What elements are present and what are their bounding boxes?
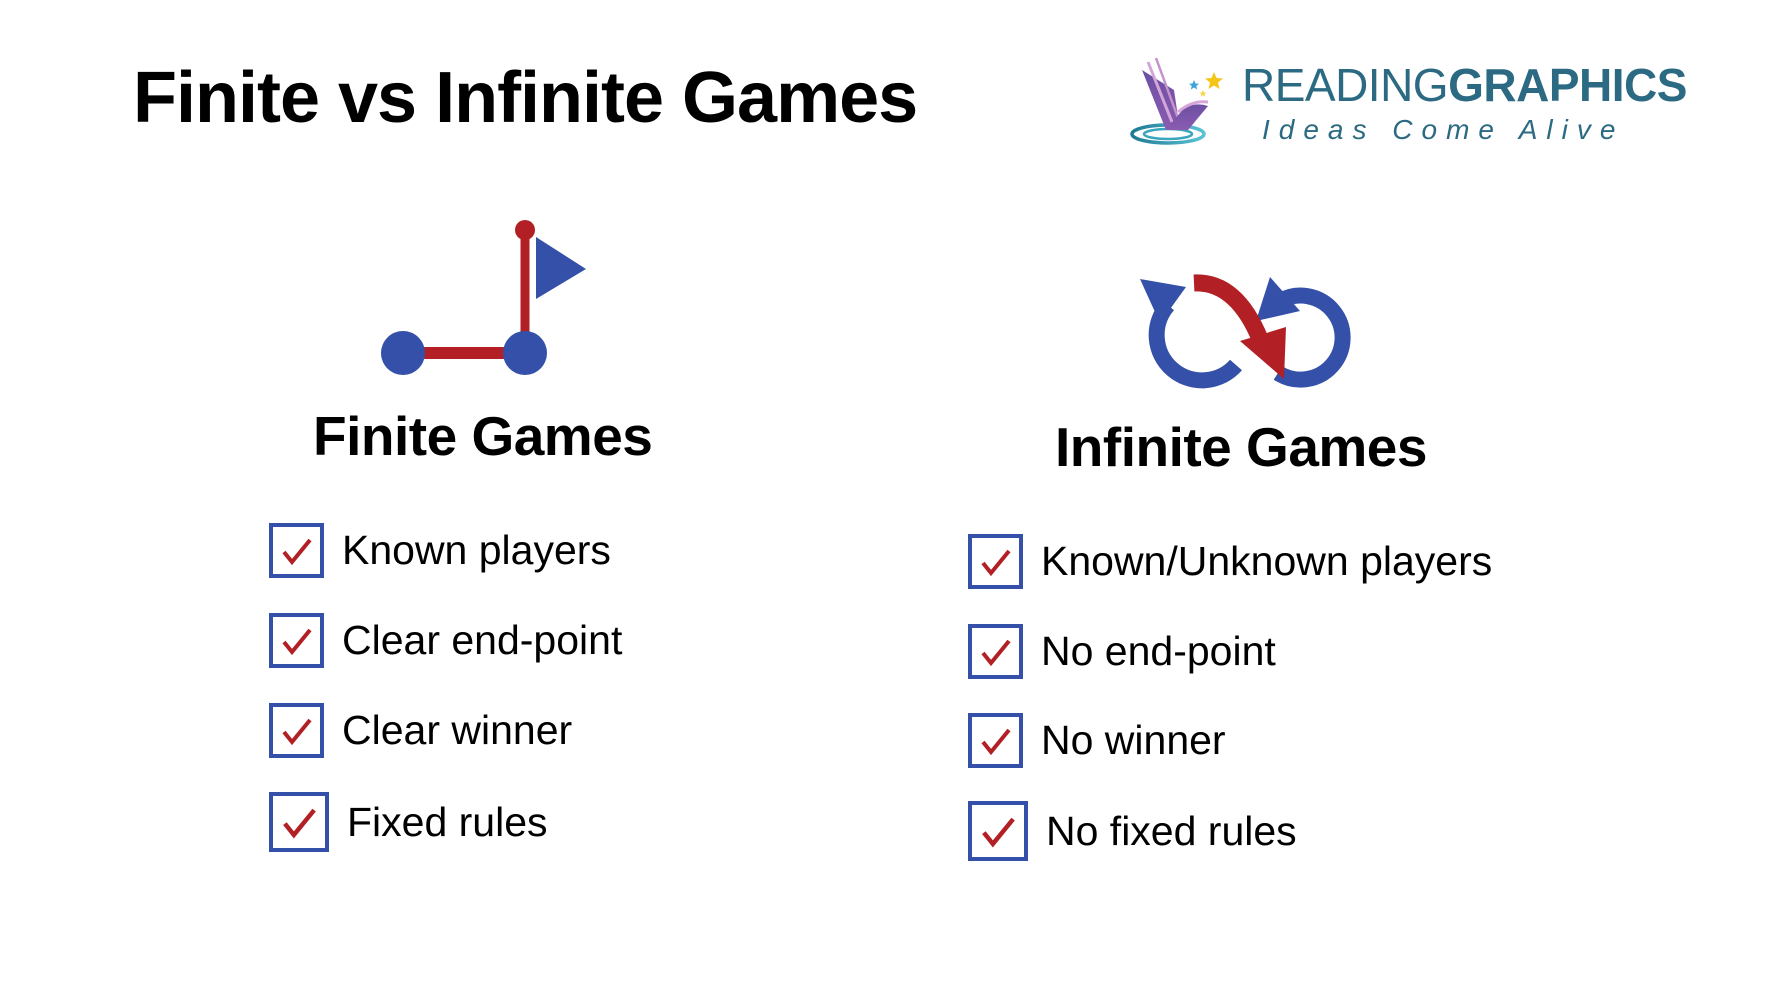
checkmark-icon	[282, 628, 312, 655]
infinite-list-item: No end-point	[968, 623, 1276, 679]
infinite-games-heading: Infinite Games	[1055, 416, 1427, 478]
infinite-list-item: Known/Unknown players	[968, 533, 1492, 589]
brand-tagline: Ideas Come Alive	[1262, 114, 1625, 145]
infinite-list-item: No fixed rules	[968, 801, 1297, 861]
brand-name-bold: GRAPHICS	[1448, 59, 1687, 111]
flag-path-icon	[381, 220, 586, 375]
checkmark-icon	[282, 718, 312, 745]
checkbox-checked[interactable]	[269, 792, 329, 852]
checkbox-checked[interactable]	[269, 612, 324, 668]
checkbox-checked[interactable]	[968, 623, 1023, 679]
checkbox-checked[interactable]	[968, 801, 1028, 861]
checkmark-icon	[981, 549, 1011, 576]
checkbox-checked[interactable]	[968, 533, 1023, 589]
infinite-list-item: No winner	[968, 712, 1226, 768]
finite-list-item: Fixed rules	[269, 792, 548, 852]
checkbox-checked[interactable]	[269, 702, 324, 758]
checkmark-icon	[982, 817, 1015, 848]
open-book-stars-icon	[1130, 57, 1223, 145]
finite-list-item: Clear winner	[269, 702, 572, 758]
checkmark-icon	[981, 639, 1011, 666]
finite-list-item: Clear end-point	[269, 612, 622, 668]
brand-name: READINGGRAPHICS	[1242, 62, 1687, 108]
item-label: No end-point	[1041, 627, 1276, 674]
finite-list-item: Known players	[269, 522, 611, 578]
item-label: Clear end-point	[342, 616, 623, 663]
checkbox-checked[interactable]	[269, 522, 324, 578]
item-label: No fixed rules	[1046, 807, 1297, 854]
finite-games-heading: Finite Games	[313, 405, 653, 467]
item-label: No winner	[1041, 716, 1226, 763]
item-label: Clear winner	[342, 706, 573, 753]
item-label: Known/Unknown players	[1041, 537, 1493, 584]
item-label: Fixed rules	[347, 798, 548, 845]
checkmark-icon	[283, 808, 316, 839]
checkmark-icon	[282, 538, 312, 565]
checkbox-checked[interactable]	[968, 712, 1023, 768]
item-label: Known players	[342, 526, 611, 573]
brand-name-light: READING	[1242, 59, 1449, 111]
brand-logo: READINGGRAPHICS Ideas Come Alive	[1128, 52, 1687, 152]
page-title: Finite vs Infinite Games	[133, 58, 918, 138]
infinity-arrows-icon	[1140, 274, 1351, 389]
checkmark-icon	[981, 728, 1011, 755]
